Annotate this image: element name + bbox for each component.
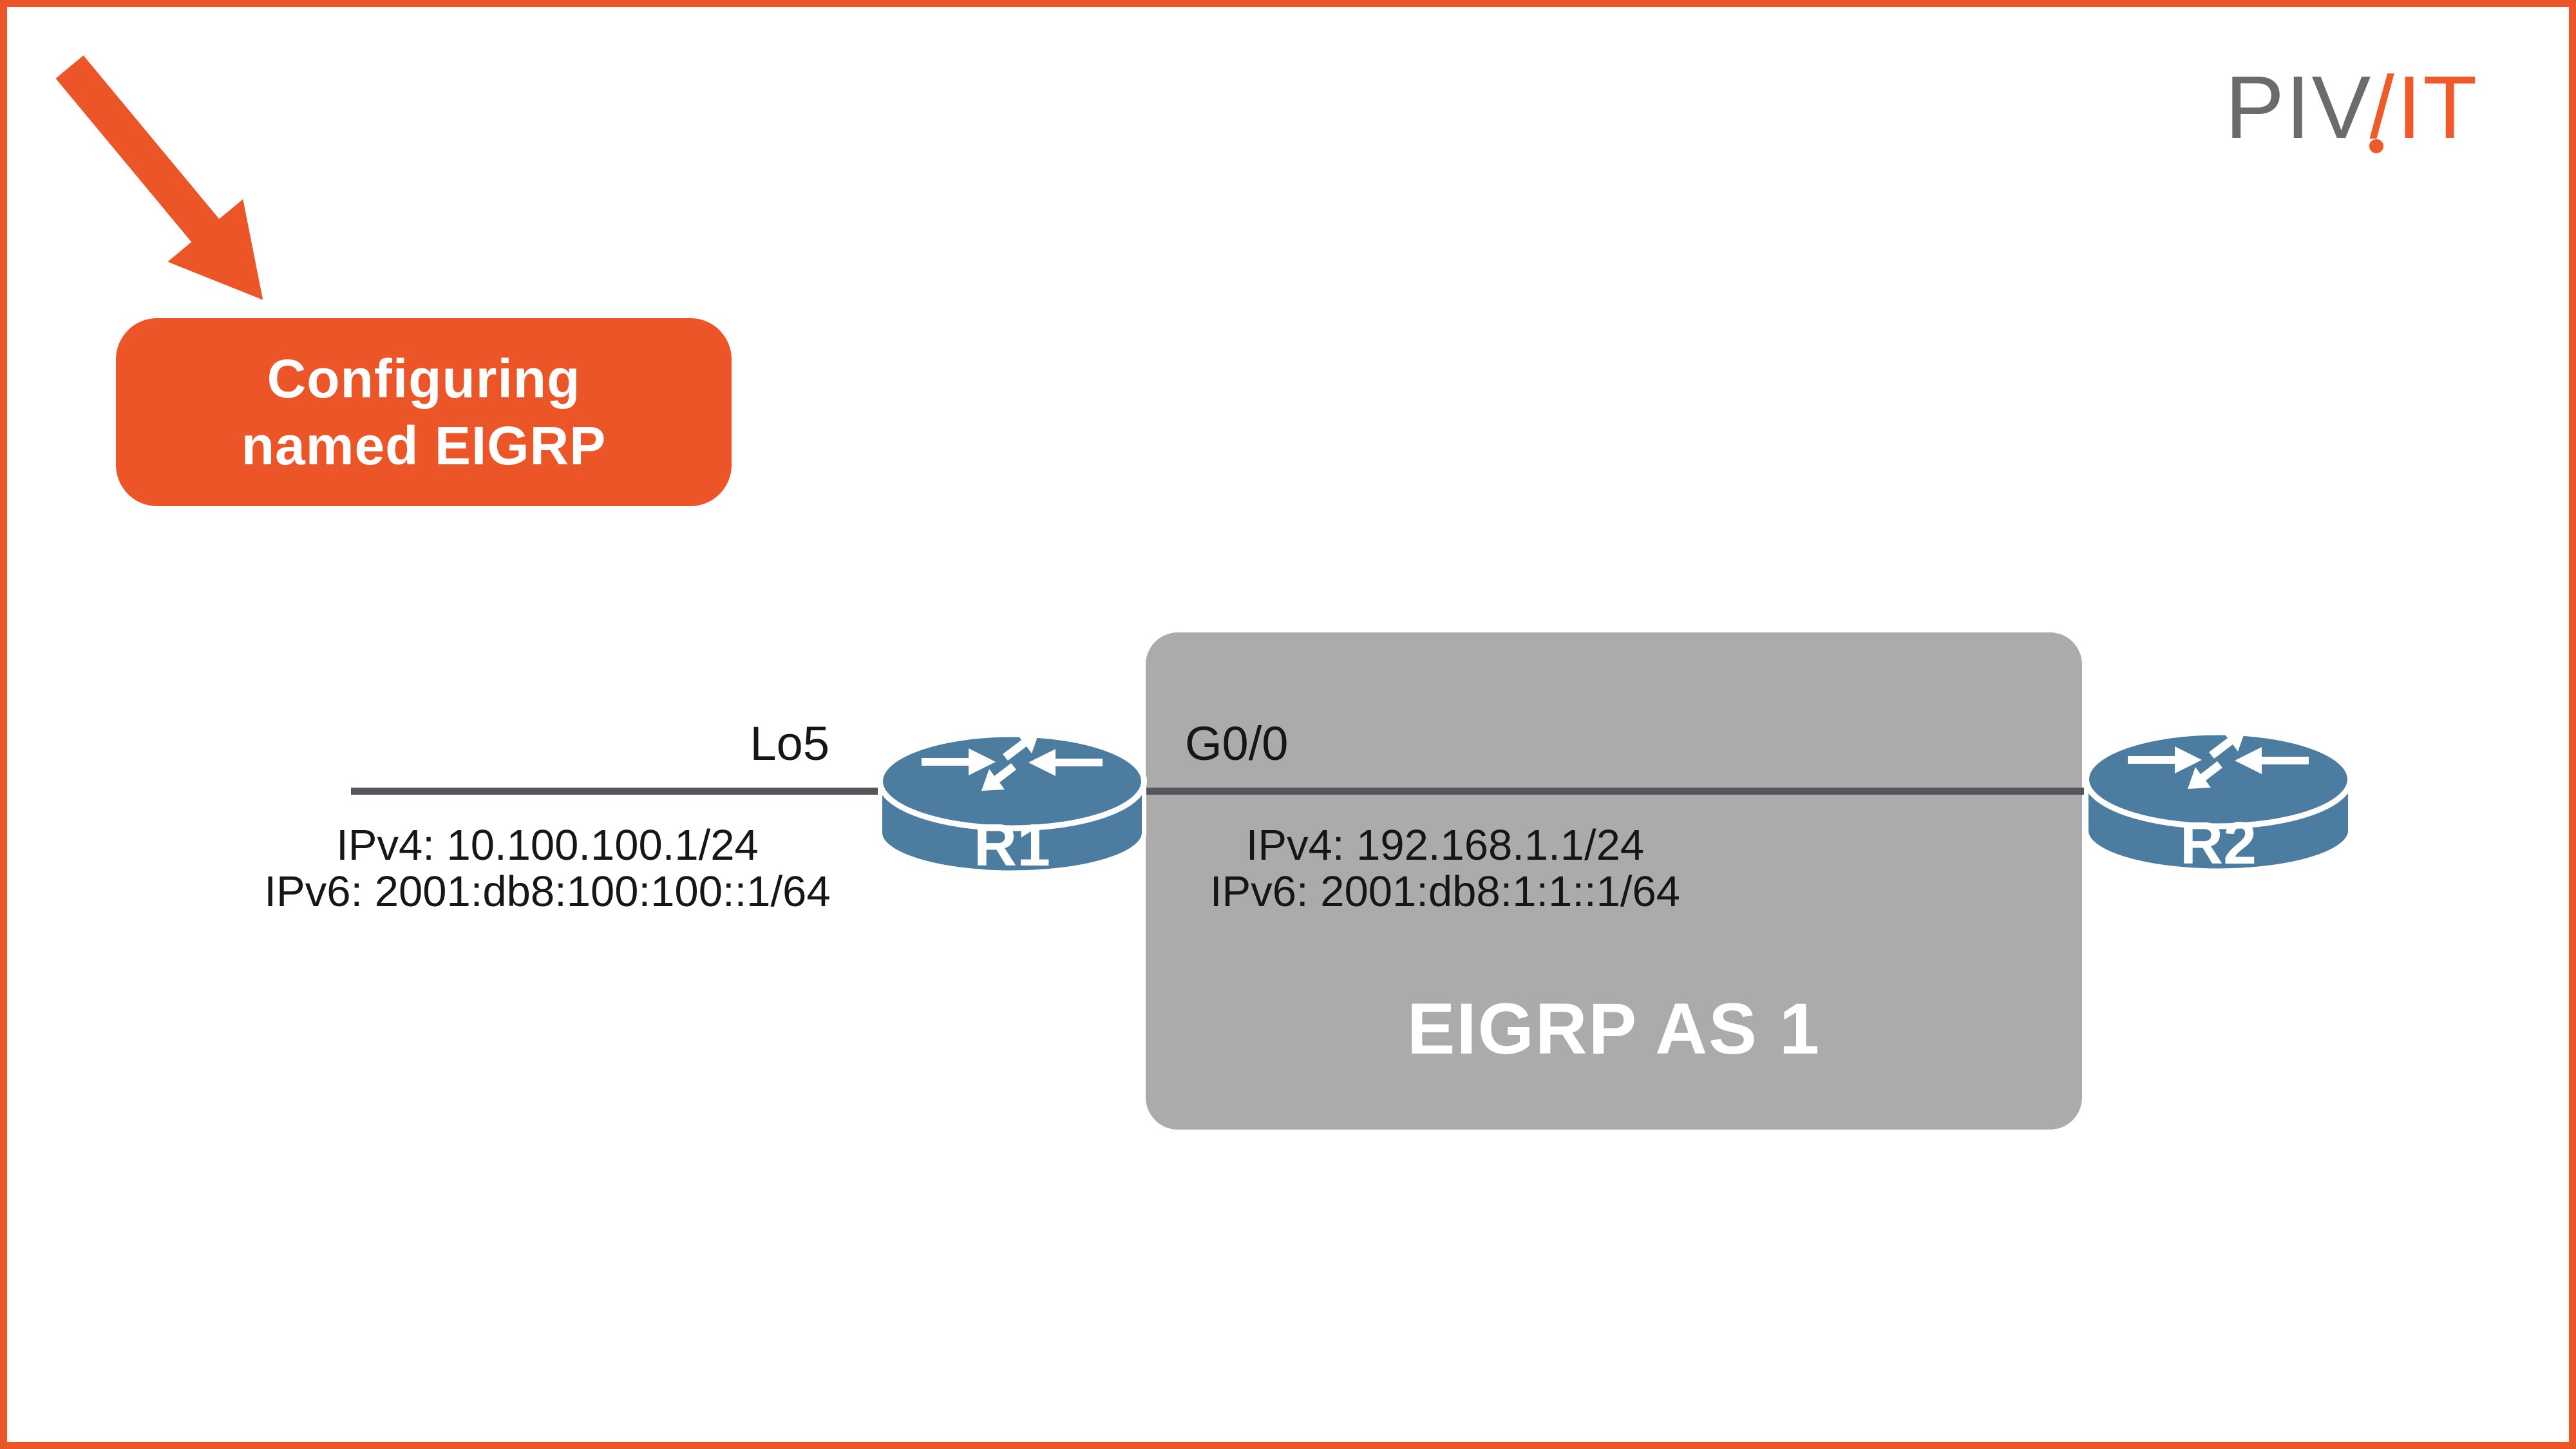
interface-label-g0-0: G0/0 [1185, 717, 1289, 770]
logo-text-gray: PIV [2225, 58, 2372, 157]
network-link-line [351, 788, 2085, 795]
as-box-title: EIGRP AS 1 [1406, 989, 1821, 1069]
link-ipv4: IPv4: 192.168.1.1/24 [1245, 821, 1645, 869]
pivit-logo: PIV/IT [2225, 57, 2478, 159]
callout-line1: Configuring [267, 348, 581, 409]
callout-line2: named EIGRP [241, 415, 607, 476]
logo-slash-icon: / [2369, 57, 2395, 159]
loopback-ipv4: IPv4: 10.100.100.1/24 [336, 821, 759, 869]
eigrp-as-box [1146, 632, 2082, 1130]
callout-box: Configuring named EIGRP [116, 318, 732, 506]
router-r2-icon [2083, 729, 2353, 873]
router-arrows [922, 732, 1103, 791]
link-ipv6: IPv6: 2001:db8:1:1::1/64 [1209, 867, 1681, 916]
router-r2-label: R2 [2180, 810, 2257, 876]
router-top-face [877, 731, 1147, 831]
link-ip-block: IPv4: 192.168.1.1/24 IPv6: 2001:db8:1:1:… [1046, 822, 1844, 915]
interface-label-lo5: Lo5 [750, 717, 829, 770]
router-arrows [2128, 730, 2309, 789]
callout-arrow-icon [55, 55, 263, 300]
router-r1-icon [877, 731, 1147, 875]
loopback-ipv6: IPv6: 2001:db8:100:100::1/64 [264, 867, 831, 916]
loopback-ip-block: IPv4: 10.100.100.1/24 IPv6: 2001:db8:100… [148, 822, 947, 915]
router-r1-label: R1 [974, 811, 1050, 878]
logo-text-orange: IT [2396, 58, 2479, 157]
router-top-face [2083, 729, 2353, 829]
